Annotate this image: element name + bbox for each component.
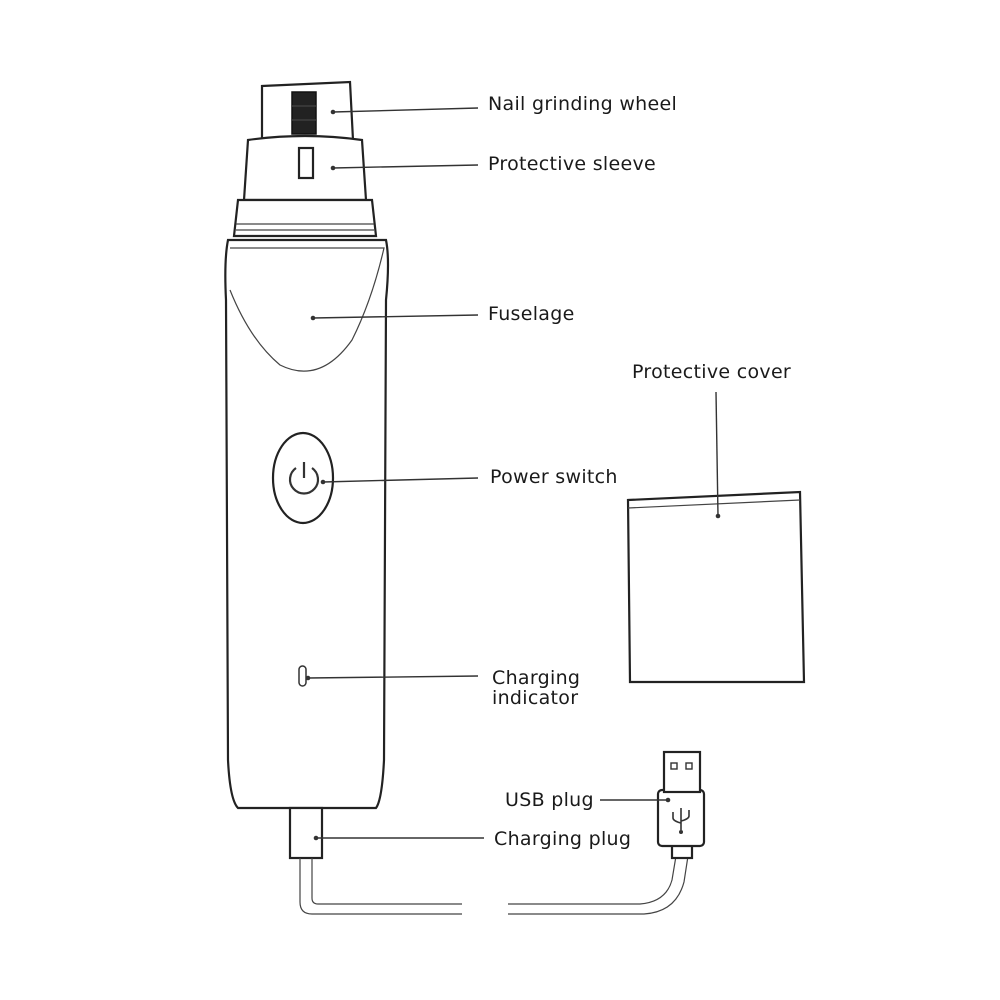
label-charging-indicator-line2: indicator bbox=[492, 687, 578, 709]
label-charging-plug: Charging plug bbox=[494, 828, 631, 850]
protective-sleeve bbox=[242, 134, 368, 202]
label-usb-plug: USB plug bbox=[505, 789, 594, 811]
label-protective-cover: Protective cover bbox=[632, 361, 791, 383]
collar bbox=[232, 198, 378, 238]
usb-cable bbox=[508, 750, 706, 915]
label-protective-sleeve: Protective sleeve bbox=[488, 153, 656, 175]
charging-cable-left bbox=[288, 806, 462, 915]
power-icon bbox=[288, 462, 320, 495]
label-power-switch: Power switch bbox=[490, 466, 618, 488]
callout-lines bbox=[305, 107, 721, 841]
label-charging-indicator-line1: Charging bbox=[492, 667, 580, 689]
usb-icon bbox=[672, 808, 690, 834]
grinding-wheel bbox=[291, 91, 317, 135]
label-nail-grinding-wheel: Nail grinding wheel bbox=[488, 93, 677, 115]
charging-indicator-led bbox=[298, 665, 307, 687]
fuselage-body bbox=[224, 238, 390, 810]
label-fuselage: Fuselage bbox=[488, 303, 575, 325]
protective-cover-shape bbox=[626, 490, 806, 684]
